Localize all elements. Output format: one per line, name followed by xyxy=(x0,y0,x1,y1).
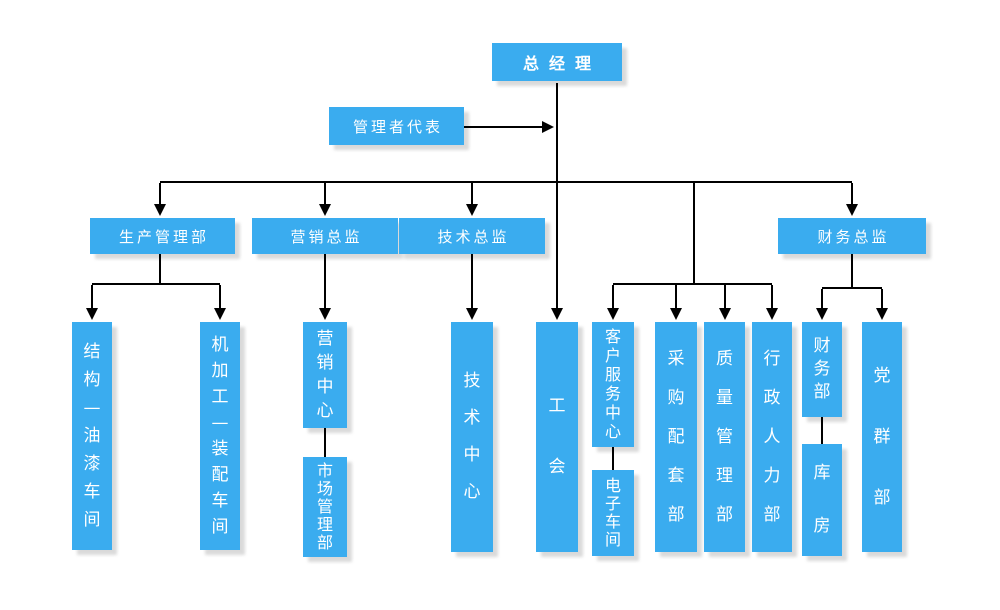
node-admin-hr-dept: 行政人力部 xyxy=(752,322,792,552)
vertical-label-char: 销 xyxy=(316,352,334,373)
vertical-label-char: 心 xyxy=(463,482,481,502)
node-technical-director: 技术总监 xyxy=(399,218,545,254)
node-production-management-dept: 生产管理部 xyxy=(90,218,235,254)
vertical-label-char: 营 xyxy=(316,328,334,349)
vertical-label-char: 力 xyxy=(763,465,781,486)
vertical-label-char: — xyxy=(83,397,101,418)
vertical-label-char: 管 xyxy=(316,497,333,516)
node-marketing-center: 营销中心 xyxy=(303,322,347,428)
vertical-label-char: 客 xyxy=(604,327,621,346)
vertical-label-char: 间 xyxy=(83,509,101,530)
vertical-label-char: 户 xyxy=(604,346,621,365)
node-finance-dept: 财务部 xyxy=(802,322,842,417)
vertical-label-char: 会 xyxy=(548,457,566,477)
vertical-label-char: 构 xyxy=(83,369,101,390)
node-market-management-dept: 市场管理部 xyxy=(303,457,347,557)
vertical-label-char: 服 xyxy=(604,365,621,384)
vertical-label-char: 结 xyxy=(83,341,101,362)
vertical-label-char: 部 xyxy=(667,504,685,525)
node-customer-service-center: 客户服务中心 xyxy=(592,322,634,447)
vertical-label-char: 库 xyxy=(813,463,831,483)
node-party-mass-dept: 党群部 xyxy=(862,322,902,552)
vertical-label-char: 子 xyxy=(604,494,621,513)
node-warehouse: 库房 xyxy=(802,444,842,556)
node-labor-union: 工会 xyxy=(536,322,578,552)
vertical-label-char: 务 xyxy=(813,359,831,379)
node-machining-assembly-workshop: 机加工 — 装配车间 xyxy=(200,322,240,550)
vertical-label-char: 机 xyxy=(211,334,229,355)
vertical-label-char: 配 xyxy=(667,426,685,447)
vertical-label-char: 漆 xyxy=(83,453,101,474)
vertical-label-char: 人 xyxy=(763,426,781,447)
node-finance-director: 财务总监 xyxy=(778,218,926,254)
vertical-label-char: 财 xyxy=(813,336,831,356)
vertical-label-char: 车 xyxy=(604,512,621,531)
vertical-label-char: 电 xyxy=(604,476,621,495)
vertical-label-char: 群 xyxy=(873,426,891,447)
vertical-label-char: 质 xyxy=(716,348,733,369)
vertical-label-char: 理 xyxy=(716,465,733,486)
vertical-label-char: 加 xyxy=(211,360,229,381)
vertical-label-char: 部 xyxy=(716,504,733,525)
node-technical-center: 技术中心 xyxy=(451,322,493,552)
vertical-label-char: 理 xyxy=(316,515,333,534)
connector-production-bracket xyxy=(92,254,220,285)
vertical-label-char: 套 xyxy=(667,465,685,486)
node-marketing-director: 营销总监 xyxy=(252,218,398,254)
vertical-label-char: — xyxy=(211,412,229,433)
vertical-label-char: 配 xyxy=(211,464,229,485)
vertical-label-char: 务 xyxy=(604,384,621,403)
connector-finance-bracket xyxy=(822,254,882,289)
vertical-label-char: 部 xyxy=(316,533,333,552)
vertical-label-char: 车 xyxy=(211,490,229,511)
vertical-label-char: 部 xyxy=(763,504,781,525)
vertical-label-char: 行 xyxy=(763,348,781,369)
vertical-label-char: 装 xyxy=(211,438,229,459)
vertical-label-char: 中 xyxy=(604,403,621,422)
vertical-label-char: 房 xyxy=(813,516,831,536)
vertical-label-char: 术 xyxy=(463,408,481,428)
node-structure-paint-workshop: 结构 — 油漆车间 xyxy=(72,322,112,550)
vertical-label-char: 部 xyxy=(873,487,891,508)
connector-middle-bracket xyxy=(613,183,772,285)
vertical-label-char: 量 xyxy=(716,387,733,408)
vertical-label-char: 心 xyxy=(604,422,621,441)
vertical-label-char: 间 xyxy=(604,530,621,549)
vertical-label-char: 车 xyxy=(83,481,101,502)
vertical-label-char: 管 xyxy=(716,426,733,447)
vertical-label-char: 党 xyxy=(873,365,891,386)
vertical-label-char: 中 xyxy=(316,376,334,397)
node-procurement-support-dept: 采购配套部 xyxy=(655,322,697,552)
node-general-manager: 总经理 xyxy=(492,43,622,81)
vertical-label-char: 技 xyxy=(463,371,481,391)
node-quality-management-dept: 质量管理部 xyxy=(704,322,745,552)
vertical-label-char: 工 xyxy=(548,396,566,416)
vertical-label-char: 工 xyxy=(211,386,229,407)
vertical-label-char: 油 xyxy=(83,425,101,446)
node-electronics-workshop: 电子车间 xyxy=(592,470,634,556)
vertical-label-char: 部 xyxy=(813,382,831,402)
vertical-label-char: 心 xyxy=(316,400,334,421)
vertical-label-char: 购 xyxy=(667,387,685,408)
vertical-label-char: 政 xyxy=(763,387,781,408)
vertical-label-char: 采 xyxy=(667,348,685,369)
vertical-label-char: 中 xyxy=(463,445,481,465)
vertical-label-char: 场 xyxy=(316,479,333,498)
node-management-representative: 管理者代表 xyxy=(329,107,464,145)
vertical-label-char: 市 xyxy=(316,461,333,480)
vertical-label-char: 间 xyxy=(211,516,229,537)
